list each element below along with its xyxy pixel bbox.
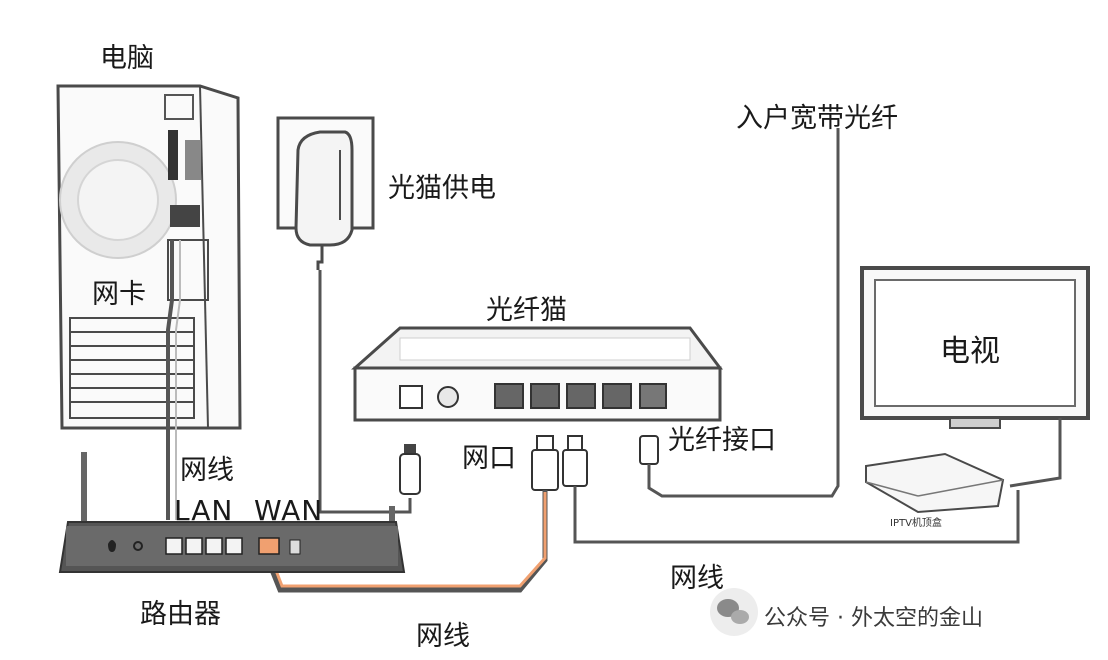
modem-power-adapter (276, 116, 375, 270)
tv-cable (1009, 418, 1062, 488)
computer-tower (56, 84, 242, 430)
label-lan: LAN (174, 494, 234, 527)
label-fiber-port: 光纤接口 (668, 425, 776, 456)
label-fiber-in: 入户宽带光纤 (736, 103, 898, 134)
optical-modem (351, 326, 723, 422)
power-plug (399, 444, 421, 495)
cable-pc-router (166, 240, 181, 520)
router (58, 452, 406, 573)
label-modem-net-port: 网口 (462, 443, 516, 474)
label-iptv-box: IPTV机顶盒 (890, 518, 942, 529)
wechat-icon (710, 588, 758, 636)
watermark-text: 公众号 · 外太空的金山 (764, 606, 983, 631)
fiber-plug (639, 435, 659, 465)
label-cable-iptv: 网线 (670, 563, 724, 594)
label-computer: 电脑 (100, 43, 154, 74)
label-cable-pc-router: 网线 (180, 455, 234, 486)
label-router: 路由器 (140, 599, 221, 630)
iptv-box (865, 452, 1005, 514)
ethernet-plug-iptv (562, 435, 588, 487)
tv (860, 266, 1090, 429)
cable-iptv (573, 486, 1020, 544)
fiber-cable (647, 128, 840, 498)
label-nic: 网卡 (92, 279, 146, 310)
label-cable-wan: 网线 (416, 621, 470, 652)
label-tv: 电视 (940, 334, 1000, 369)
power-cord (318, 270, 412, 514)
label-modem: 光纤猫 (486, 295, 567, 326)
label-modem-power: 光猫供电 (388, 173, 496, 204)
ethernet-plug-wan (531, 435, 559, 491)
label-wan: WAN (254, 494, 324, 527)
